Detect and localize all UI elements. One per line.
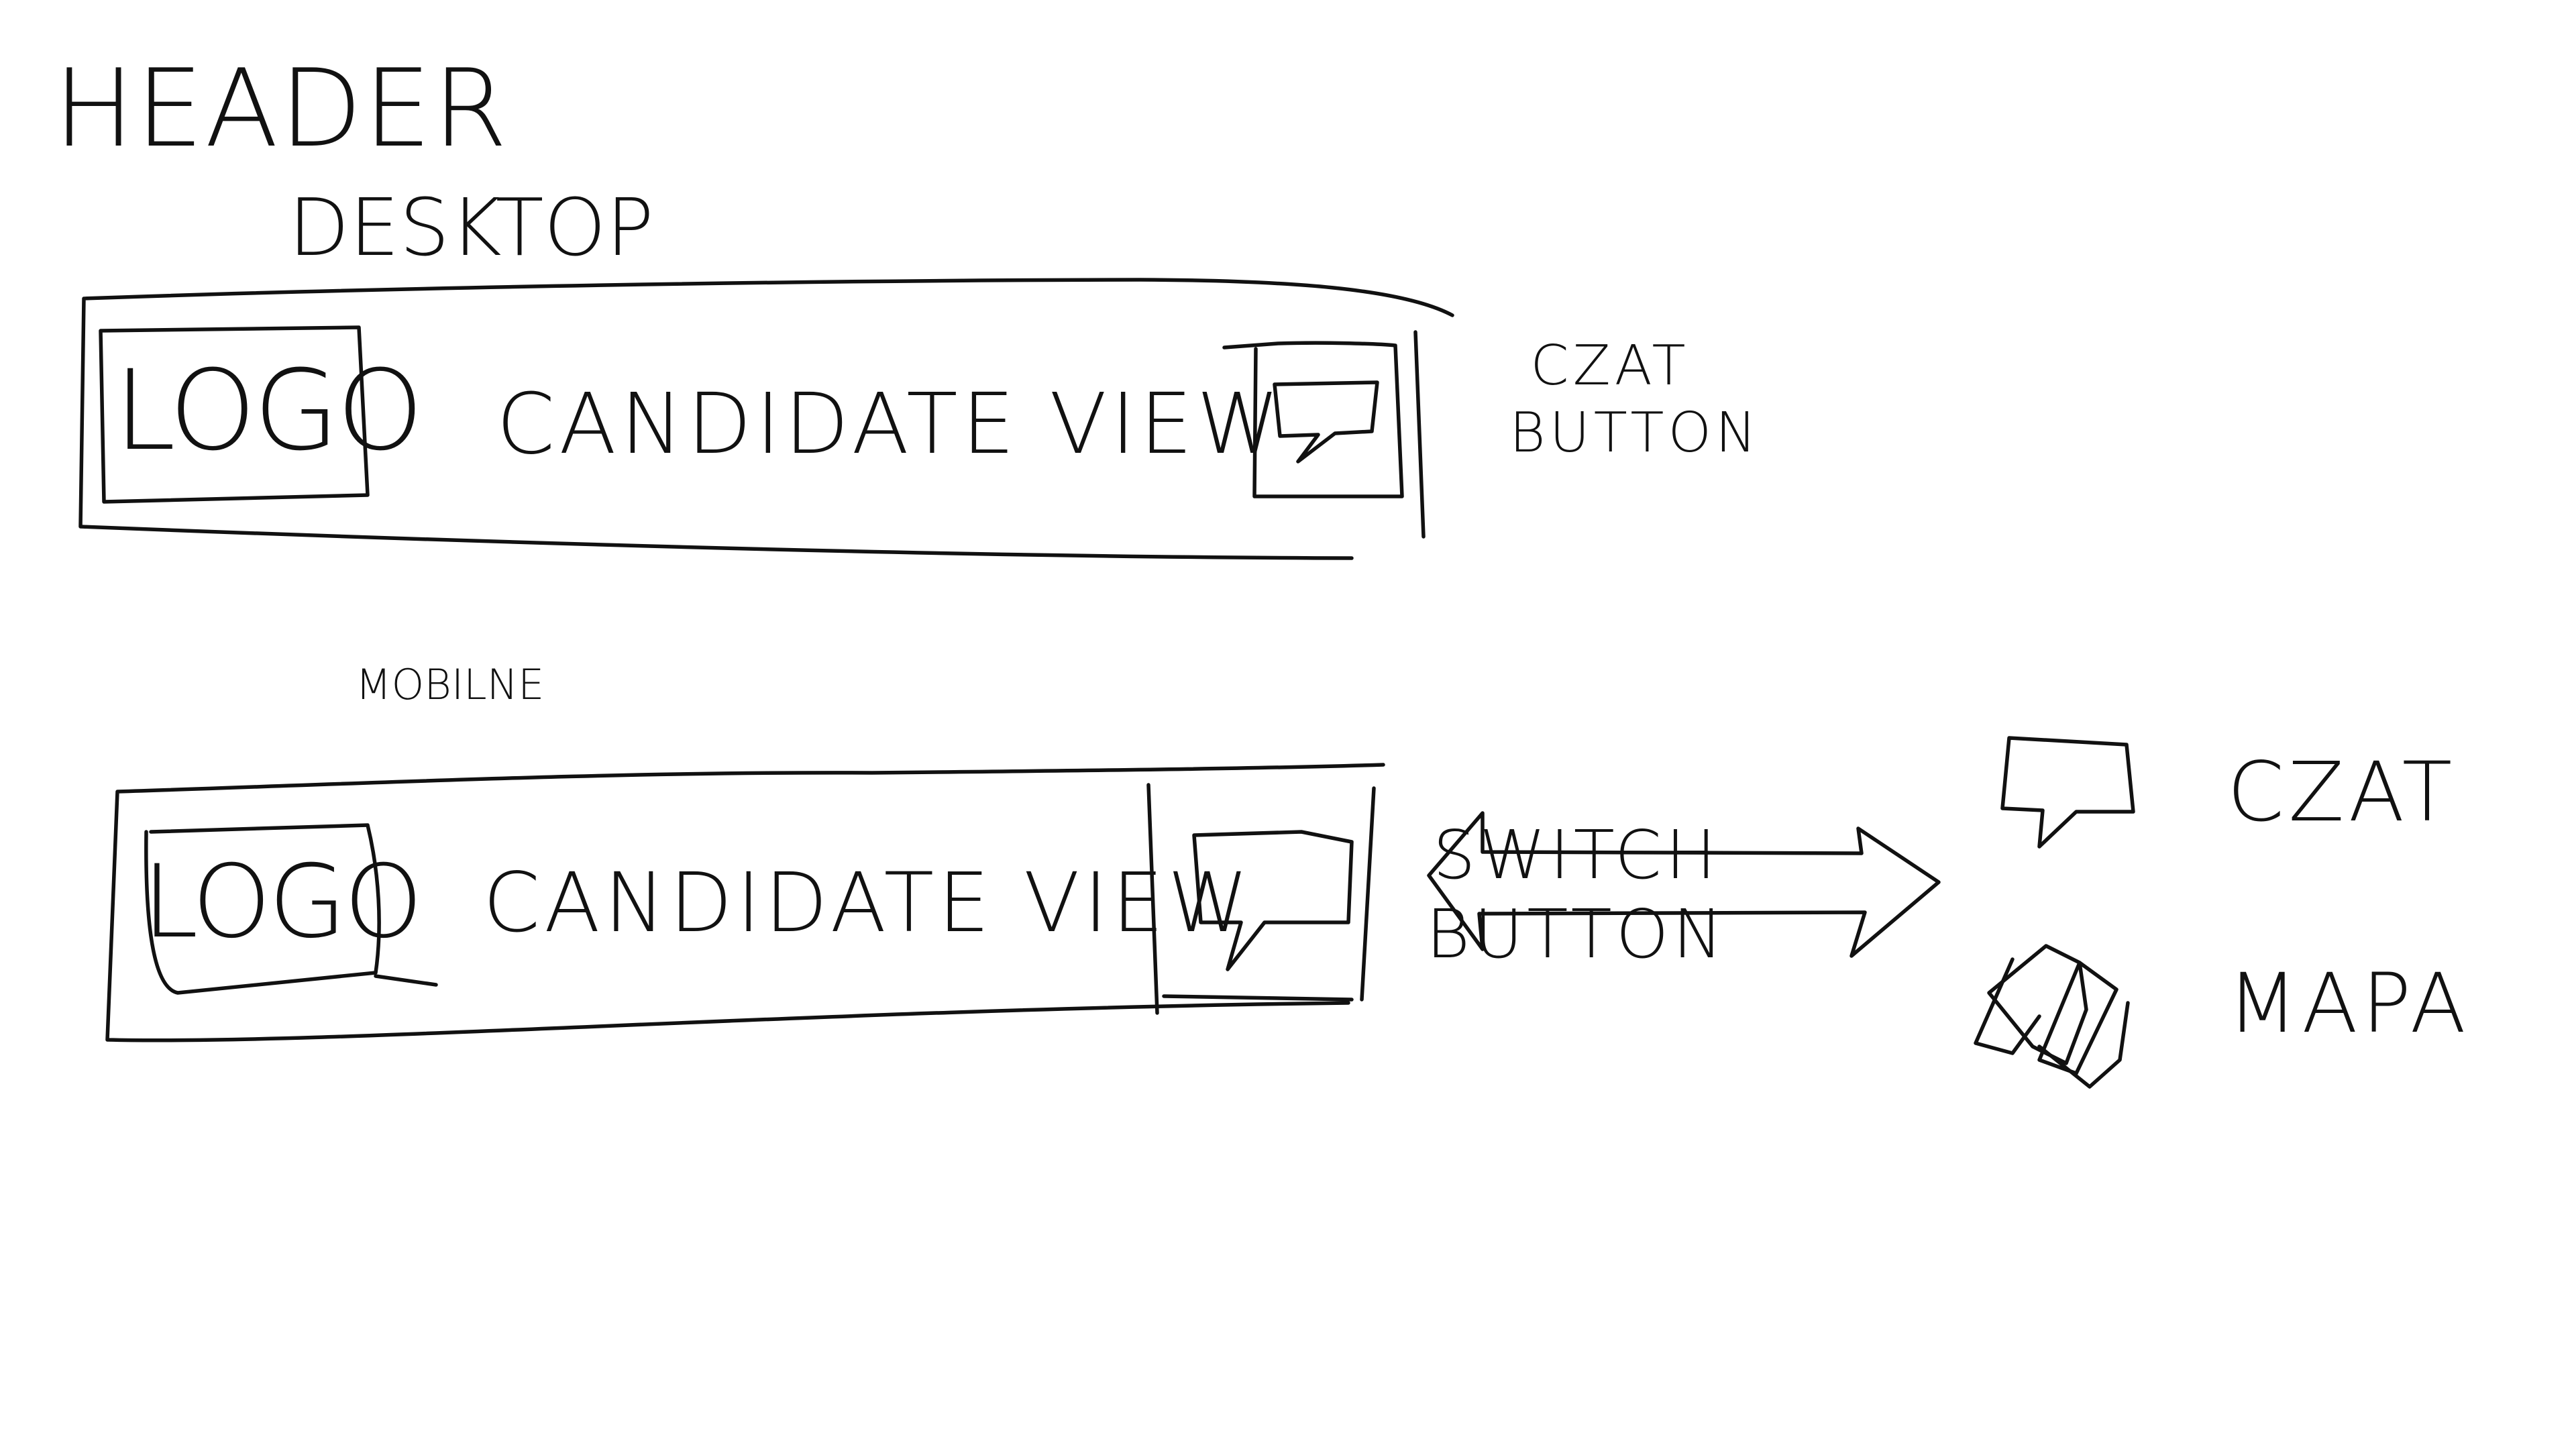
note-line: BUTTON xyxy=(1509,401,1761,465)
mobile-switch-button xyxy=(1162,786,1376,1002)
desktop-logo-box xyxy=(99,325,370,504)
switch-state-map-label: MAPA xyxy=(2227,956,2470,1051)
mobile-header-frame xyxy=(105,763,1385,1042)
switch-state-chat-label: CZAT xyxy=(2227,745,2457,840)
note-line: CZAT xyxy=(1530,334,1690,398)
note-line: SWITCH xyxy=(1432,816,1721,894)
mobile-logo: LOGO xyxy=(142,844,423,961)
page-title: HEADER xyxy=(54,46,509,171)
desktop-section-label: DESKTOP xyxy=(288,181,654,274)
desktop-chat-button xyxy=(1222,341,1404,498)
desktop-chat-icon xyxy=(1273,380,1379,464)
mobile-logo-box xyxy=(144,823,438,995)
mobile-button-note: SWITCH BUTTON xyxy=(1409,822,1744,968)
mobile-section-label: MOBILNE xyxy=(356,660,545,709)
chat-bubble-icon xyxy=(2000,736,2135,849)
map-icon xyxy=(1974,944,2130,1089)
note-line: BUTTON xyxy=(1426,895,1727,973)
desktop-view-title: CANDIDATE VIEW xyxy=(496,376,1284,473)
mobile-chat-icon xyxy=(1192,830,1354,971)
desktop-header-frame xyxy=(78,278,1454,560)
desktop-button-note: CZAT BUTTON xyxy=(1509,339,1761,465)
mobile-view-title: CANDIDATE VIEW xyxy=(483,855,1253,951)
double-arrow-icon xyxy=(1427,811,1941,958)
desktop-logo: LOGO xyxy=(114,346,424,475)
